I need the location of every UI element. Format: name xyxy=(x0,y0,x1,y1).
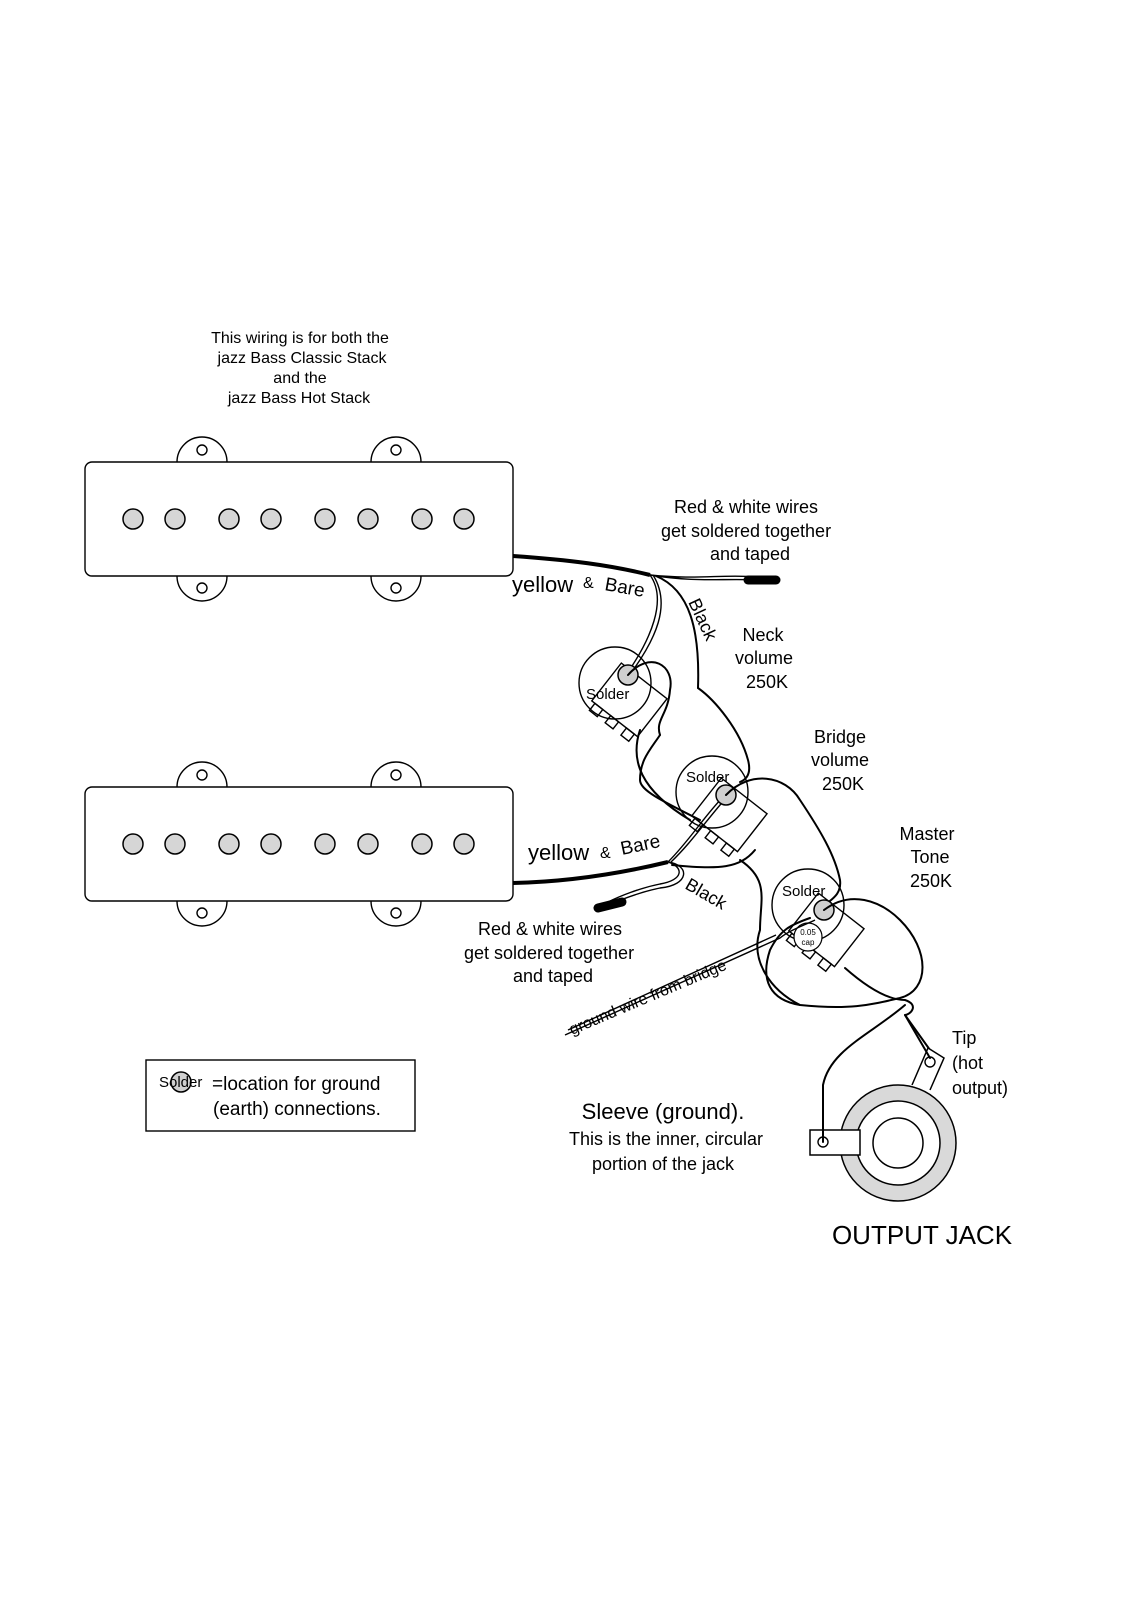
svg-text:Red & white wires: Red & white wires xyxy=(478,919,622,939)
svg-text:This is the inner, circular: This is the inner, circular xyxy=(569,1129,763,1149)
svg-text:=location for ground: =location for ground xyxy=(212,1074,380,1095)
sleeve-title: Sleeve (ground). xyxy=(582,1099,745,1124)
svg-text:Neck: Neck xyxy=(742,625,784,645)
pole-pieces xyxy=(122,833,475,855)
svg-text:yellow: yellow xyxy=(528,840,589,865)
svg-text:get soldered together: get soldered together xyxy=(464,943,634,963)
svg-text:volume: volume xyxy=(735,648,793,668)
pole-pieces xyxy=(122,508,475,530)
svg-text:Red & white wires: Red & white wires xyxy=(674,497,818,517)
svg-text:Tip: Tip xyxy=(952,1028,976,1048)
svg-text:and the: and the xyxy=(273,370,326,387)
svg-text:jazz Bass Hot Stack: jazz Bass Hot Stack xyxy=(227,390,371,407)
solder-icon xyxy=(170,1071,192,1093)
master-tone-pot: Solder 0.05 cap xyxy=(765,868,931,1051)
svg-text:get soldered together: get soldered together xyxy=(661,521,831,541)
intro-text: This wiring is for both the jazz Bass Cl… xyxy=(211,330,389,407)
svg-text:volume: volume xyxy=(811,750,869,770)
svg-text:250K: 250K xyxy=(822,774,864,794)
svg-text:Solder: Solder xyxy=(586,686,629,703)
svg-text:Solder: Solder xyxy=(782,883,825,900)
svg-text:0.05: 0.05 xyxy=(800,928,816,937)
svg-text:Bare: Bare xyxy=(619,831,663,860)
svg-text:Black: Black xyxy=(682,874,731,914)
svg-text:cap: cap xyxy=(802,938,815,947)
svg-text:Tone: Tone xyxy=(910,847,949,867)
svg-text:Bare: Bare xyxy=(603,574,646,602)
svg-text:(hot: (hot xyxy=(952,1053,983,1073)
svg-text:jazz Bass Classic Stack: jazz Bass Classic Stack xyxy=(217,350,388,367)
svg-text:(earth) connections.: (earth) connections. xyxy=(213,1099,381,1120)
svg-text:Bridge: Bridge xyxy=(814,727,866,747)
svg-text:output): output) xyxy=(952,1078,1008,1098)
bridge-volume-pot: Solder xyxy=(639,734,842,1006)
bridge-pickup xyxy=(84,761,514,927)
neck-pickup-wires xyxy=(512,554,781,689)
svg-text:portion of the jack: portion of the jack xyxy=(592,1154,735,1174)
legend: Solder =location for ground (earth) conn… xyxy=(145,1059,416,1132)
output-jack xyxy=(809,1004,957,1202)
svg-text:Solder: Solder xyxy=(686,769,729,786)
svg-text:&: & xyxy=(600,845,611,862)
svg-text:Master: Master xyxy=(899,824,954,844)
output-jack-title: OUTPUT JACK xyxy=(832,1220,1013,1250)
svg-text:and taped: and taped xyxy=(513,966,593,986)
svg-text:This wiring is for both the: This wiring is for both the xyxy=(211,330,389,347)
svg-text:250K: 250K xyxy=(910,871,952,891)
svg-text:and taped: and taped xyxy=(710,544,790,564)
svg-text:Black: Black xyxy=(684,595,721,644)
svg-text:Solder: Solder xyxy=(159,1074,202,1091)
svg-text:250K: 250K xyxy=(746,672,788,692)
svg-text:yellow: yellow xyxy=(512,572,573,597)
svg-text:&: & xyxy=(583,575,594,592)
neck-pickup xyxy=(84,436,514,602)
